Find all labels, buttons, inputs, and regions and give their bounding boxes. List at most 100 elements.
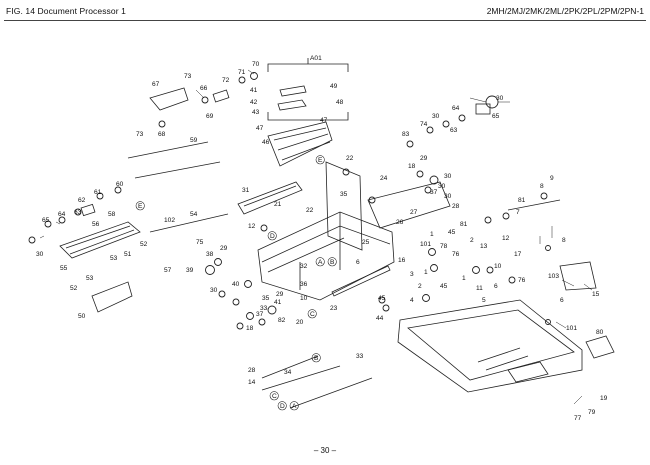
part-number-label: 54 — [190, 211, 198, 218]
part-number-label: 68 — [158, 131, 166, 138]
part-number-label: 81 — [518, 197, 526, 204]
main-frame — [257, 211, 395, 301]
part-number-label: 31 — [242, 187, 250, 194]
part-number-label: 66 — [200, 85, 208, 92]
callout-circle — [289, 401, 299, 411]
part-number-label: 39 — [186, 267, 194, 274]
part-number-label: 9 — [550, 175, 554, 182]
part-number-label: 34 — [284, 369, 292, 376]
part-number-label: 40 — [232, 281, 240, 288]
part-number-label: 15 — [592, 291, 600, 298]
part-number-label: 45 — [378, 295, 386, 302]
part-number-label: A — [318, 259, 323, 266]
part-number-label: 1 — [430, 231, 434, 238]
part-number-label: 13 — [480, 243, 488, 250]
guide-plate-55 — [59, 221, 141, 259]
callout-circle — [315, 257, 325, 267]
part-number-label: 37 — [256, 311, 264, 318]
part-number-label: 77 — [574, 415, 582, 422]
part-number-label: 29 — [220, 245, 228, 252]
part-number-label: B — [314, 355, 319, 362]
cover-14 — [585, 335, 615, 359]
part-number-label: 30 — [432, 113, 440, 120]
part-number-label: C — [310, 311, 315, 318]
callout-circle — [135, 201, 145, 211]
part-number-label: 35 — [340, 191, 348, 198]
part-number-label: 30 — [444, 193, 452, 200]
part-number-label: 6 — [356, 259, 360, 266]
part-number-label: 76 — [518, 277, 526, 284]
part-number-label: 8 — [540, 183, 544, 190]
part-number-label: 5 — [482, 297, 486, 304]
part-number-label: E — [318, 157, 323, 164]
part-number-label: 28 — [452, 203, 460, 210]
figure-title: FIG. 14 Document Processor 1 — [6, 6, 126, 16]
part-number-label: 14 — [248, 379, 256, 386]
shaft-lower-C — [261, 355, 319, 379]
part-number-label: 75 — [196, 239, 204, 246]
shaft-28 — [289, 377, 373, 409]
part-number-label: 6 — [494, 283, 498, 290]
part-number-label: 6 — [560, 297, 564, 304]
part-number-label: 103 — [548, 273, 559, 280]
part-number-label: 49 — [330, 83, 338, 90]
part-number-label: 56 — [92, 221, 100, 228]
part-number-label: 65 — [42, 217, 50, 224]
part-number-label: 10 — [494, 263, 502, 270]
rack-23 — [331, 265, 391, 297]
part-number-label: 2 — [470, 237, 474, 244]
upper-guide-46 — [267, 121, 333, 167]
part-number-label: 7 — [516, 209, 520, 216]
part-number-label: 79 — [588, 409, 596, 416]
part-number-label: 76 — [452, 251, 460, 258]
part-number-label: 44 — [376, 315, 384, 322]
part-number-label: 82 — [278, 317, 286, 324]
part-number-label: 2 — [418, 283, 422, 290]
model-codes: 2MH/2MJ/2MK/2ML/2PK/2PL/2PM/2PN-1 — [486, 6, 644, 16]
part-number-label: 48 — [336, 99, 344, 106]
part-number-label: 78 — [440, 243, 448, 250]
part-number-label: 55 — [60, 265, 68, 272]
part-number-label: 65 — [492, 113, 500, 120]
part-number-label: 64 — [58, 211, 66, 218]
guide-31 — [237, 181, 303, 215]
callout-circle — [327, 257, 337, 267]
tray-base — [397, 299, 583, 393]
part-number-label: 18 — [246, 325, 254, 332]
callout-circle — [277, 401, 287, 411]
part-number-label: C — [272, 393, 277, 400]
shaft-34 — [261, 365, 341, 391]
subassembly-bracket — [267, 63, 349, 121]
part-number-label: 64 — [452, 105, 460, 112]
part-number-label: 61 — [94, 189, 102, 196]
part-number-label: 29 — [276, 291, 284, 298]
part-number-label: 4 — [410, 297, 414, 304]
page-number: – 30 – — [313, 446, 337, 455]
part-number-label: 30 — [36, 251, 44, 258]
part-number-label: 21 — [274, 201, 282, 208]
part-number-label: D — [270, 233, 275, 240]
part-number-label: 29 — [420, 155, 428, 162]
part-number-label: 53 — [86, 275, 94, 282]
part-number-label: 30 — [438, 183, 446, 190]
part-number-label: 72 — [222, 77, 230, 84]
shaft-102 — [149, 213, 229, 233]
part-number-label: A — [292, 403, 297, 410]
part-number-label: 36 — [300, 281, 308, 288]
part-number-label: 3 — [410, 271, 414, 278]
part-number-label: 73 — [184, 73, 192, 80]
part-number-label: 43 — [252, 109, 260, 116]
side-frame — [325, 161, 363, 251]
part-number-label: 22 — [346, 155, 354, 162]
part-number-label: 52 — [70, 285, 78, 292]
callout-circle — [307, 309, 317, 319]
part-number-label: 20 — [296, 319, 304, 326]
part-number-label: 1 — [462, 275, 466, 282]
part-number-label: 80 — [596, 329, 604, 336]
bracket-24 — [367, 181, 451, 229]
part-number-label: 59 — [190, 137, 198, 144]
part-number-label: 101 — [566, 325, 577, 332]
part-number-label: 57 — [164, 267, 172, 274]
part-number-label: 60 — [116, 181, 124, 188]
